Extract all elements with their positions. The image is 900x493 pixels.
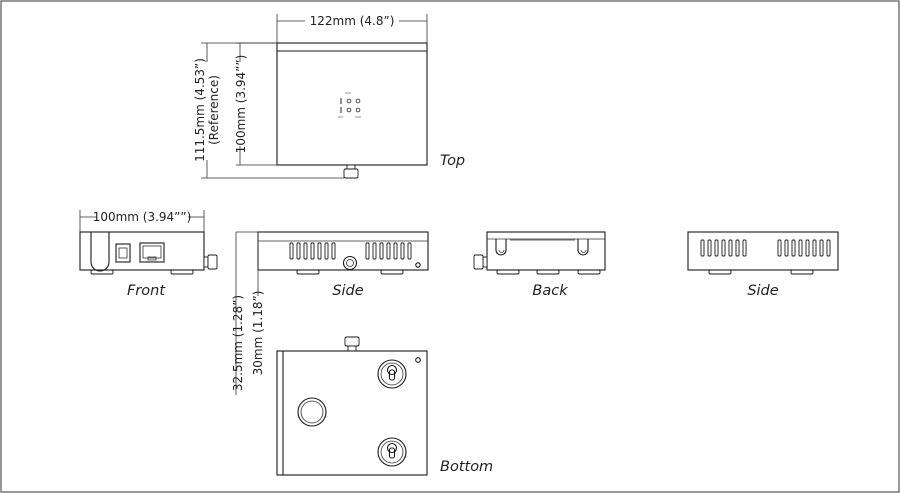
vent-slot <box>812 239 817 257</box>
back-view-body <box>486 231 606 271</box>
side-view-left: 32.5mm (1.28”) 30mm (1.18”) Side <box>231 231 429 395</box>
vent-slot <box>735 239 740 257</box>
dimension-top-width-label: 122mm (4.8”) <box>310 14 395 28</box>
vent-slot <box>393 242 398 260</box>
back-side-knob <box>473 254 484 270</box>
view-label-front: Front <box>127 283 166 299</box>
vent-slot <box>407 242 412 260</box>
dimension-top-depth-label: 100mm (3.94””) <box>234 55 248 154</box>
view-label-back: Back <box>532 283 568 299</box>
vent-slot <box>728 239 733 257</box>
top-view-body <box>276 42 428 166</box>
bottom-view-connector <box>344 336 360 347</box>
vent-slot <box>386 242 391 260</box>
dimension-top-depth: 100mm (3.94””) <box>234 42 277 166</box>
view-label-side-left: Side <box>332 283 363 299</box>
vent-slot <box>324 242 329 260</box>
vent-slot <box>365 242 370 260</box>
front-ethernet-port <box>139 242 165 263</box>
side-right-body <box>687 231 839 271</box>
dimension-height-total-label: 32.5mm (1.28”) <box>231 295 245 391</box>
vent-slot <box>819 239 824 257</box>
vent-slot <box>714 239 719 257</box>
dimension-front-width: 100mm (3.94””) <box>79 210 205 232</box>
dimension-top-depth-reference: 111.5mm (4.53”) (Reference) <box>193 42 344 179</box>
vent-slot <box>400 242 405 260</box>
back-view: Back <box>473 231 606 299</box>
bottom-round-pad <box>297 397 327 427</box>
view-label-bottom: Bottom <box>440 459 493 475</box>
top-view: 122mm (4.8”) 111.5mm (4.53”) (Reference)… <box>193 14 465 179</box>
bottom-keyhole-upper <box>377 359 407 389</box>
dimension-height-body-label: 30mm (1.18”) <box>251 291 265 376</box>
dimension-front-width-label: 100mm (3.94””) <box>93 210 192 224</box>
view-label-side-right: Side <box>747 283 778 299</box>
vent-slot <box>296 242 301 260</box>
side-view-right: Side <box>687 231 839 299</box>
bottom-view-body <box>276 350 428 476</box>
vent-slot <box>707 239 712 257</box>
vent-slot <box>303 242 308 260</box>
vent-slot <box>721 239 726 257</box>
vent-slot <box>826 239 831 257</box>
vent-slot <box>784 239 789 257</box>
side-left-connector <box>342 255 358 271</box>
vent-slot <box>805 239 810 257</box>
vent-slot <box>379 242 384 260</box>
front-power-jack <box>115 243 131 263</box>
vent-slot <box>700 239 705 257</box>
top-view-led-indicators <box>338 92 361 118</box>
dimension-top-depth-reference-label: 111.5mm (4.53”) <box>193 58 207 162</box>
vent-slot <box>777 239 782 257</box>
vent-slot <box>372 242 377 260</box>
vent-slot <box>310 242 315 260</box>
vent-slot <box>289 242 294 260</box>
front-view: 100mm (3.94””) Front <box>79 210 218 299</box>
front-side-knob <box>207 254 218 270</box>
view-label-top: Top <box>440 153 465 169</box>
side-right-vents <box>700 239 831 257</box>
dimension-top-width: 122mm (4.8”) <box>276 14 428 43</box>
vent-slot <box>798 239 803 257</box>
side-left-vents <box>289 242 412 260</box>
bottom-keyhole-lower <box>377 437 407 467</box>
dimension-reference-note: (Reference) <box>207 75 221 145</box>
vent-slot <box>317 242 322 260</box>
vent-slot <box>742 239 747 257</box>
dimension-height: 32.5mm (1.28”) 30mm (1.18”) <box>231 231 265 395</box>
vent-slot <box>791 239 796 257</box>
vent-slot <box>331 242 336 260</box>
front-view-body <box>79 231 205 271</box>
top-view-connector <box>343 168 359 179</box>
bottom-view: Bottom <box>276 336 493 476</box>
